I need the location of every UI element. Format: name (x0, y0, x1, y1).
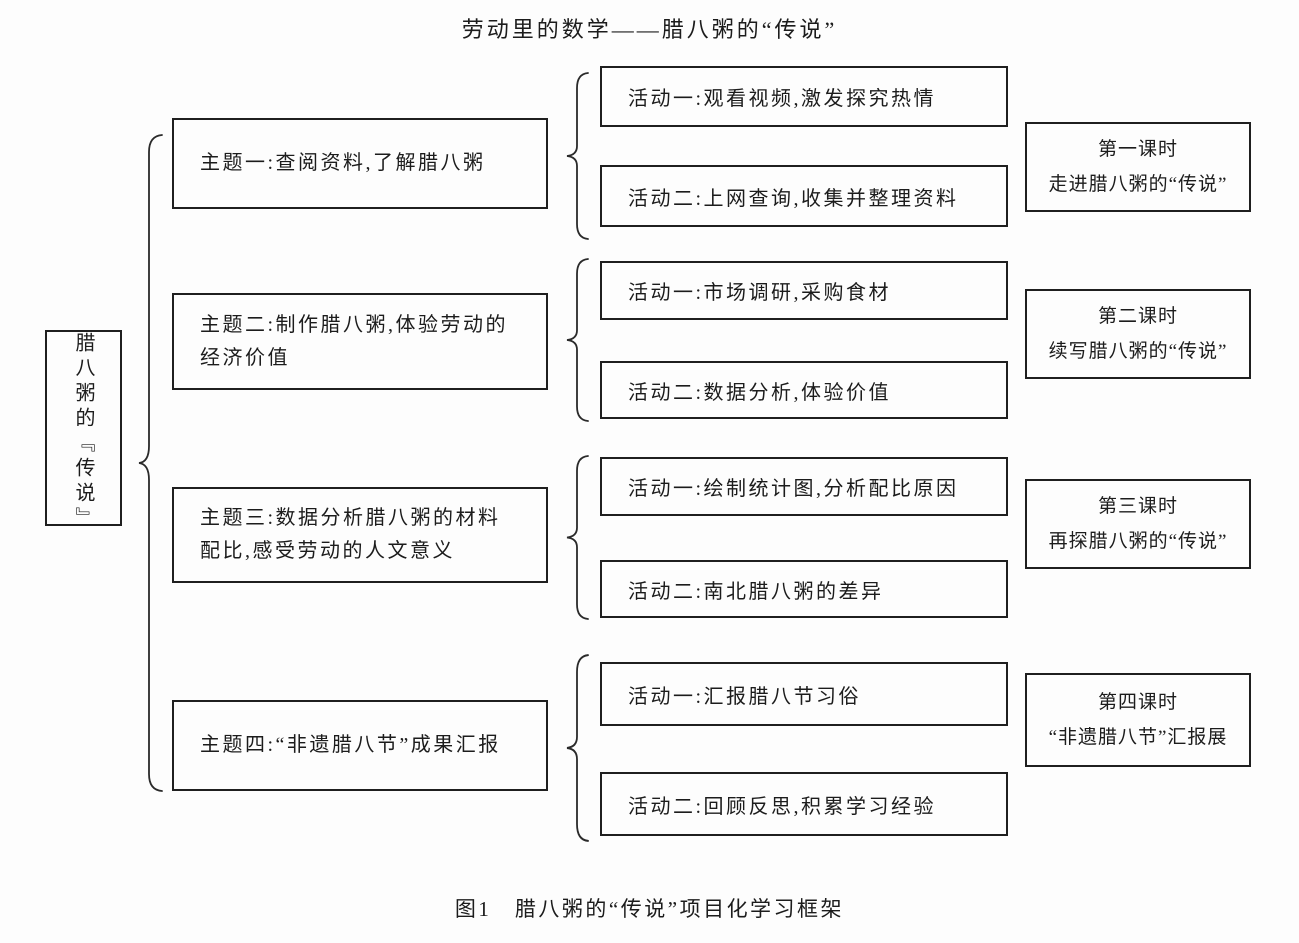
theme-3-text-line2: 配比,感受劳动的人文意义 (200, 540, 455, 562)
activity-box-1-1: 活动一:观看视频,激发探究热情 (600, 66, 1008, 127)
theme-box-3: 主题三:数据分析腊八粥的材料 配比,感受劳动的人文意义 (172, 487, 548, 583)
theme-4-brace (566, 654, 589, 842)
theme-2-brace (566, 258, 589, 422)
lesson-box-4: 第四课时 “非遗腊八节”汇报展 (1025, 673, 1251, 767)
activity-4-2-text: 活动二:回顾反思,积累学习经验 (628, 795, 937, 818)
theme-box-4: 主题四:“非遗腊八节”成果汇报 (172, 700, 548, 791)
lesson-box-3: 第三课时 再探腊八粥的“传说” (1025, 479, 1251, 569)
activity-1-1-text: 活动一:观看视频,激发探究热情 (628, 88, 937, 110)
theme-1-text: 主题一:查阅资料,了解腊八粥 (200, 152, 486, 174)
activity-3-1-text: 活动一:绘制统计图,分析配比原因 (628, 478, 959, 500)
activity-box-2-1: 活动一:市场调研,采购食材 (600, 261, 1008, 320)
lesson-1-line2: 走进腊八粥的“传说” (1048, 174, 1228, 195)
activity-2-1-text: 活动一:市场调研,采购食材 (628, 282, 892, 304)
root-node-label: 腊八粥的『传说』 (72, 332, 94, 532)
activity-box-3-1: 活动一:绘制统计图,分析配比原因 (600, 457, 1008, 516)
theme-2-text-line2: 经济价值 (200, 346, 290, 369)
activity-box-4-1: 活动一:汇报腊八节习俗 (600, 662, 1008, 726)
theme-3-text-line1: 主题三:数据分析腊八粥的材料 (200, 507, 501, 529)
root-brace (138, 134, 163, 792)
lesson-2-line2: 续写腊八粥的“传说” (1048, 341, 1228, 362)
lesson-4-line1: 第四课时 (1097, 692, 1178, 713)
theme-1-brace (566, 72, 589, 240)
lesson-box-1: 第一课时 走进腊八粥的“传说” (1025, 122, 1251, 212)
lesson-2-line1: 第二课时 (1097, 306, 1178, 327)
theme-box-1: 主题一:查阅资料,了解腊八粥 (172, 118, 548, 209)
activity-3-2-text: 活动二:南北腊八粥的差异 (628, 580, 884, 603)
activity-box-3-2: 活动二:南北腊八粥的差异 (600, 560, 1008, 618)
activity-1-2-text: 活动二:上网查询,收集并整理资料 (628, 187, 959, 210)
lesson-3-line1: 第三课时 (1097, 496, 1178, 517)
lesson-box-2: 第二课时 续写腊八粥的“传说” (1025, 289, 1251, 379)
theme-2-text-line1: 主题二:制作腊八粥,体验劳动的 (200, 313, 509, 336)
lesson-4-line2: “非遗腊八节”汇报展 (1048, 727, 1228, 748)
root-node: 腊八粥的『传说』 (45, 330, 122, 532)
activity-box-2-2: 活动二:数据分析,体验价值 (600, 361, 1008, 419)
figure-caption: 图1 腊八粥的“传说”项目化学习框架 (454, 897, 845, 921)
activity-box-4-2: 活动二:回顾反思,积累学习经验 (600, 772, 1008, 836)
activity-2-2-text: 活动二:数据分析,体验价值 (628, 381, 892, 404)
activity-box-1-2: 活动二:上网查询,收集并整理资料 (600, 165, 1008, 227)
lesson-3-line2: 再探腊八粥的“传说” (1048, 531, 1228, 552)
theme-box-2: 主题二:制作腊八粥,体验劳动的 经济价值 (172, 293, 548, 390)
diagram-title: 劳动里的数学——腊八粥的“传说” (461, 17, 838, 42)
activity-4-1-text: 活动一:汇报腊八节习俗 (628, 685, 862, 708)
theme-4-text: 主题四:“非遗腊八节”成果汇报 (200, 734, 501, 756)
lesson-1-line1: 第一课时 (1097, 139, 1178, 160)
theme-3-brace (566, 455, 589, 620)
